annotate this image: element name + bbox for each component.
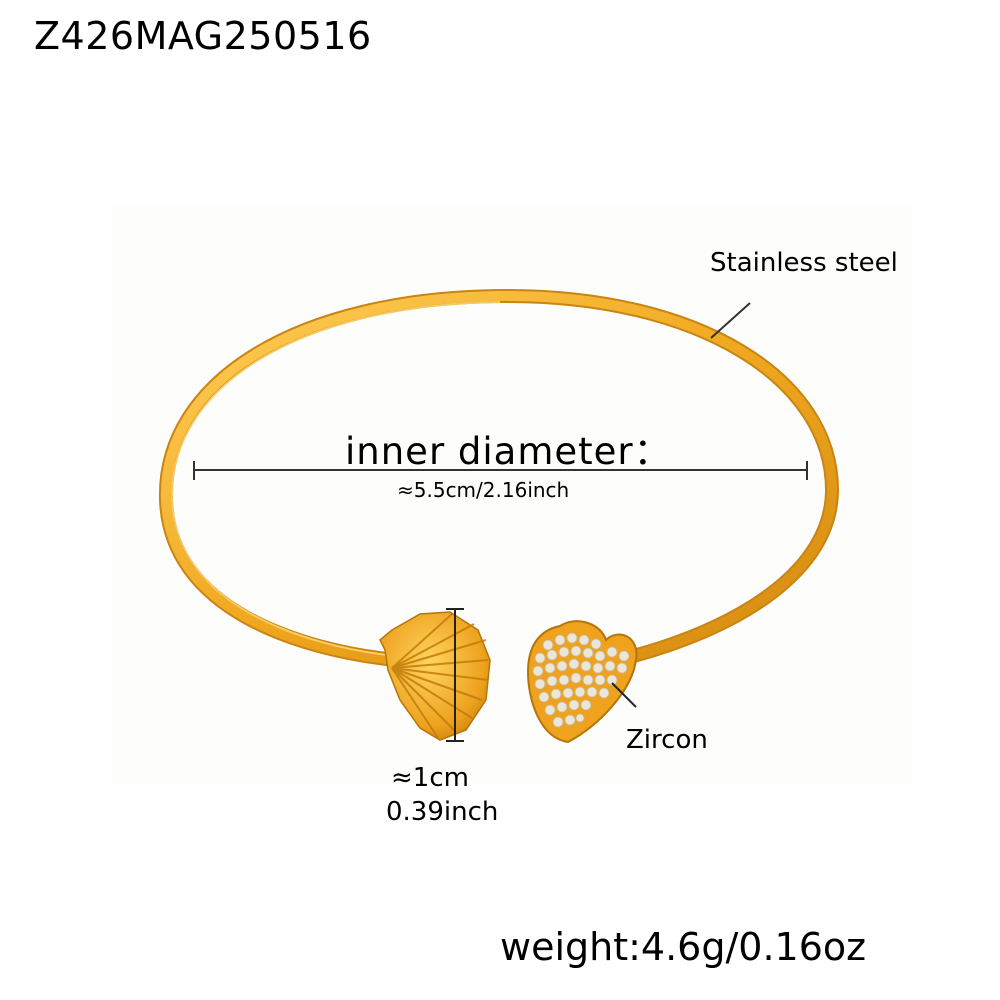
diameter-dimension-line xyxy=(193,461,808,480)
charm-height-dimension-line xyxy=(446,608,464,742)
inner-diameter-value: ≈5.5cm/2.16inch xyxy=(397,478,570,502)
product-sku: Z426MAG250516 xyxy=(34,14,372,58)
charm-height-cm: ≈1cm xyxy=(391,763,469,793)
zircon-leader-line xyxy=(611,682,637,708)
inner-diameter-label: inner diameter： xyxy=(345,430,672,473)
product-weight: weight:4.6g/0.16oz xyxy=(500,925,867,969)
stone-label: Zircon xyxy=(626,725,708,755)
charm-height-inch: 0.39inch xyxy=(386,797,499,827)
material-label: Stainless steel xyxy=(710,248,898,278)
stainless-steel-leader-line xyxy=(710,302,751,339)
heart-charm xyxy=(526,620,638,744)
zircon-stones xyxy=(532,632,630,728)
shell-charm xyxy=(379,611,491,741)
bangle-wire xyxy=(158,288,840,667)
